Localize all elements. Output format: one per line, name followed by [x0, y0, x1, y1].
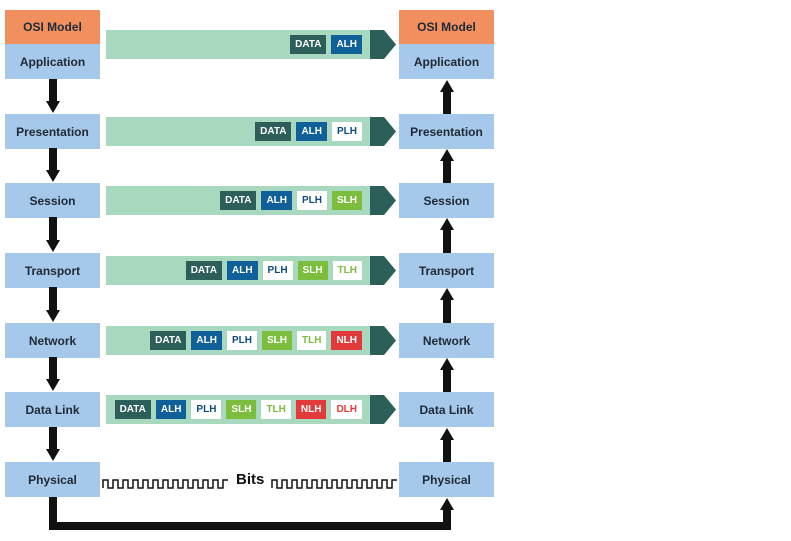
sender-layer-application: Application: [5, 44, 100, 79]
header-tag-data: DATA: [114, 400, 151, 419]
sender-layer-network: Network: [5, 323, 100, 358]
header-tag-alh: ALH: [191, 331, 222, 350]
receiver-layer-physical: Physical: [399, 462, 494, 497]
receiver-layer-transport: Transport: [399, 253, 494, 288]
header-tag-nlh: NLH: [295, 400, 327, 419]
return-path: [49, 497, 451, 530]
up-arrow: [440, 218, 454, 253]
header-tag-data: DATA: [255, 122, 292, 141]
header-tag-plh: PLH: [226, 331, 257, 350]
header-tag-alh: ALH: [226, 261, 258, 280]
sender-layer-physical: Physical: [5, 462, 100, 497]
header-tag-tlh: TLH: [296, 331, 327, 350]
sender-layer-transport: Transport: [5, 253, 100, 288]
bits-label: Bits: [236, 471, 265, 488]
header-tag-alh: ALH: [331, 35, 362, 54]
down-arrow: [46, 427, 60, 461]
receiver-layer-application: Application: [399, 44, 494, 79]
sender-layer-data-link: Data Link: [5, 392, 100, 427]
receiver-layer-data-link: Data Link: [399, 392, 494, 427]
header-tag-plh: PLH: [297, 191, 327, 210]
header-tag-slh: SLH: [332, 191, 362, 210]
header-tag-data: DATA: [290, 35, 327, 54]
down-arrow: [46, 79, 60, 113]
down-arrow: [46, 357, 60, 391]
receiver-layer-network: Network: [399, 323, 494, 358]
band-arrow-tip: [370, 326, 396, 355]
header-tag-slh: SLH: [261, 331, 292, 350]
receiver-layer-session: Session: [399, 183, 494, 218]
header-tag-alh: ALH: [155, 400, 187, 419]
header-tag-nlh: NLH: [331, 331, 362, 350]
down-arrow: [46, 287, 60, 322]
band-arrow-tip: [370, 395, 396, 424]
header-tag-plh: PLH: [332, 122, 362, 141]
receiver-layer-presentation: Presentation: [399, 114, 494, 149]
bit-signal-left: [102, 479, 228, 489]
header-tag-alh: ALH: [261, 191, 292, 210]
band-arrow-tip: [370, 30, 396, 59]
down-arrow: [46, 148, 60, 182]
band-arrow-tip: [370, 117, 396, 146]
header-tag-slh: SLH: [297, 261, 328, 280]
up-arrow: [440, 428, 454, 462]
right-header: OSI Model: [399, 10, 494, 44]
sender-layer-presentation: Presentation: [5, 114, 100, 149]
header-tag-data: DATA: [185, 261, 222, 280]
up-arrow: [440, 80, 454, 114]
up-arrow: [440, 358, 454, 392]
down-arrow: [46, 217, 60, 252]
band-arrow-tip: [370, 256, 396, 285]
left-header: OSI Model: [5, 10, 100, 44]
up-arrow: [440, 498, 454, 510]
header-tag-alh: ALH: [296, 122, 327, 141]
up-arrow: [440, 288, 454, 323]
sender-layer-session: Session: [5, 183, 100, 218]
header-tag-tlh: TLH: [332, 261, 362, 280]
up-arrow: [440, 149, 454, 183]
header-tag-slh: SLH: [226, 400, 257, 419]
header-tag-data: DATA: [220, 191, 257, 210]
header-tag-dlh: DLH: [331, 400, 362, 419]
header-tag-tlh: TLH: [261, 400, 291, 419]
header-tag-data: DATA: [150, 331, 187, 350]
bit-signal-right: [271, 479, 397, 489]
header-tag-plh: PLH: [262, 261, 293, 280]
header-tag-plh: PLH: [191, 400, 222, 419]
band-arrow-tip: [370, 186, 396, 215]
